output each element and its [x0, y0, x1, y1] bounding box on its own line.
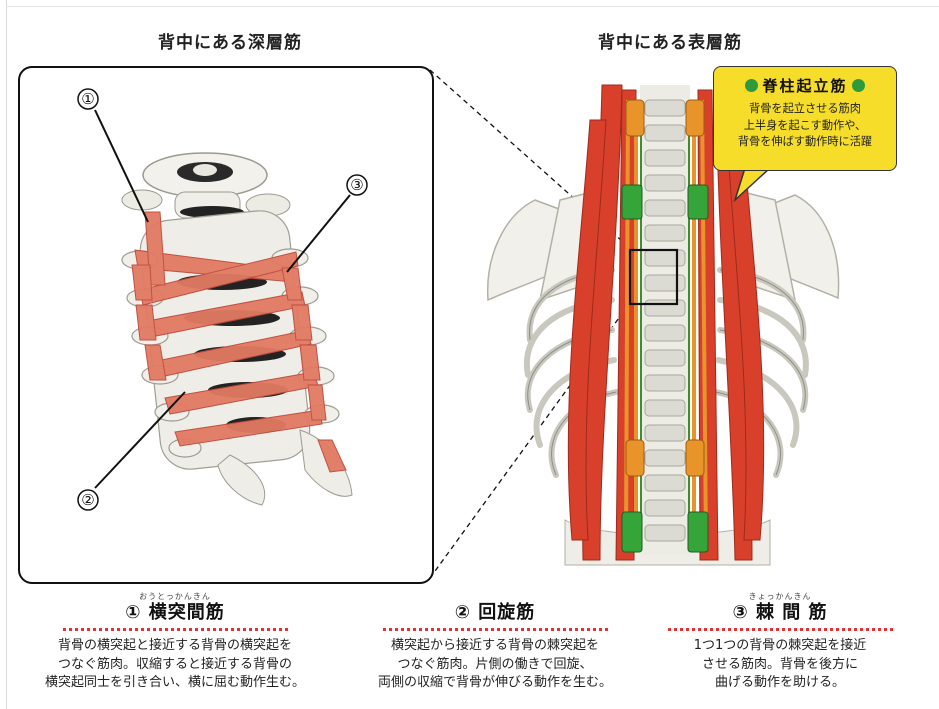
green-dot-icon [745, 79, 758, 92]
furigana: おうとっかんきん [40, 592, 310, 602]
description-line: 横突起同士を引き合い、横に屈む動作生む。 [40, 674, 310, 693]
muscle-description: 横突起から接近する背骨の棘突起を つなぐ筋肉。片側の働きで回旋、 両側の収縮で背… [360, 637, 630, 693]
callout-title: 脊柱起立筋 [714, 75, 896, 96]
description-line: 曲げる動作を助ける。 [660, 674, 900, 693]
furigana: きょっかんきん [660, 592, 900, 602]
description-line: 両側の収縮で背骨が伸びる動作を生む。 [360, 674, 630, 693]
dotted-rule [383, 628, 608, 631]
description-line: 横突起から接近する背骨の棘突起を [360, 637, 630, 656]
callout-line: 背骨を伸ばす動作時に活躍 [714, 134, 896, 151]
muscle-description: 背骨の横突起と接近する背骨の横突起を つなぐ筋肉。収縮すると接近する背骨の 横突… [40, 637, 310, 693]
description-line: 背骨の横突起と接近する背骨の横突起を [40, 637, 310, 656]
dotted-rule [63, 628, 288, 631]
dotted-rule [668, 628, 893, 631]
muscle-label-interspinales: きょっかんきん ③ 棘 間 筋 1つ1つの背骨の棘突起を接近 させる筋肉。背骨を… [660, 592, 900, 693]
description-line: させる筋肉。背骨を後方に [660, 656, 900, 675]
muscle-title: ③ 棘 間 筋 [660, 602, 900, 624]
description-line: 1つ1つの背骨の棘突起を接近 [660, 637, 900, 656]
green-dot-icon [852, 79, 865, 92]
callout-line: 上半身を起こす動作や、 [714, 118, 896, 135]
muscle-label-intertransversarii: おうとっかんきん ① 横突間筋 背骨の横突起と接近する背骨の横突起を つなぐ筋肉… [40, 592, 310, 693]
callout-body: 背骨を起立させる筋肉 上半身を起こす動作や、 背骨を伸ばす動作時に活躍 [714, 101, 896, 151]
spine [640, 85, 690, 555]
muscle-title: ① 横突間筋 [40, 602, 310, 624]
muscle-description: 1つ1つの背骨の棘突起を接近 させる筋肉。背骨を後方に 曲げる動作を助ける。 [660, 637, 900, 693]
description-line: つなぐ筋肉。片側の働きで回旋、 [360, 656, 630, 675]
description-line: つなぐ筋肉。収縮すると接近する背骨の [40, 656, 310, 675]
muscle-title: ② 回旋筋 [360, 602, 630, 624]
erector-spinae-callout: 脊柱起立筋 背骨を起立させる筋肉 上半身を起こす動作や、 背骨を伸ばす動作時に活… [713, 66, 897, 171]
callout-line: 背骨を起立させる筋肉 [714, 101, 896, 118]
furigana [360, 592, 630, 602]
muscle-label-rotatores: ② 回旋筋 横突起から接近する背骨の棘突起を つなぐ筋肉。片側の働きで回旋、 両… [360, 592, 630, 693]
callout-title-text: 脊柱起立筋 [762, 75, 847, 96]
